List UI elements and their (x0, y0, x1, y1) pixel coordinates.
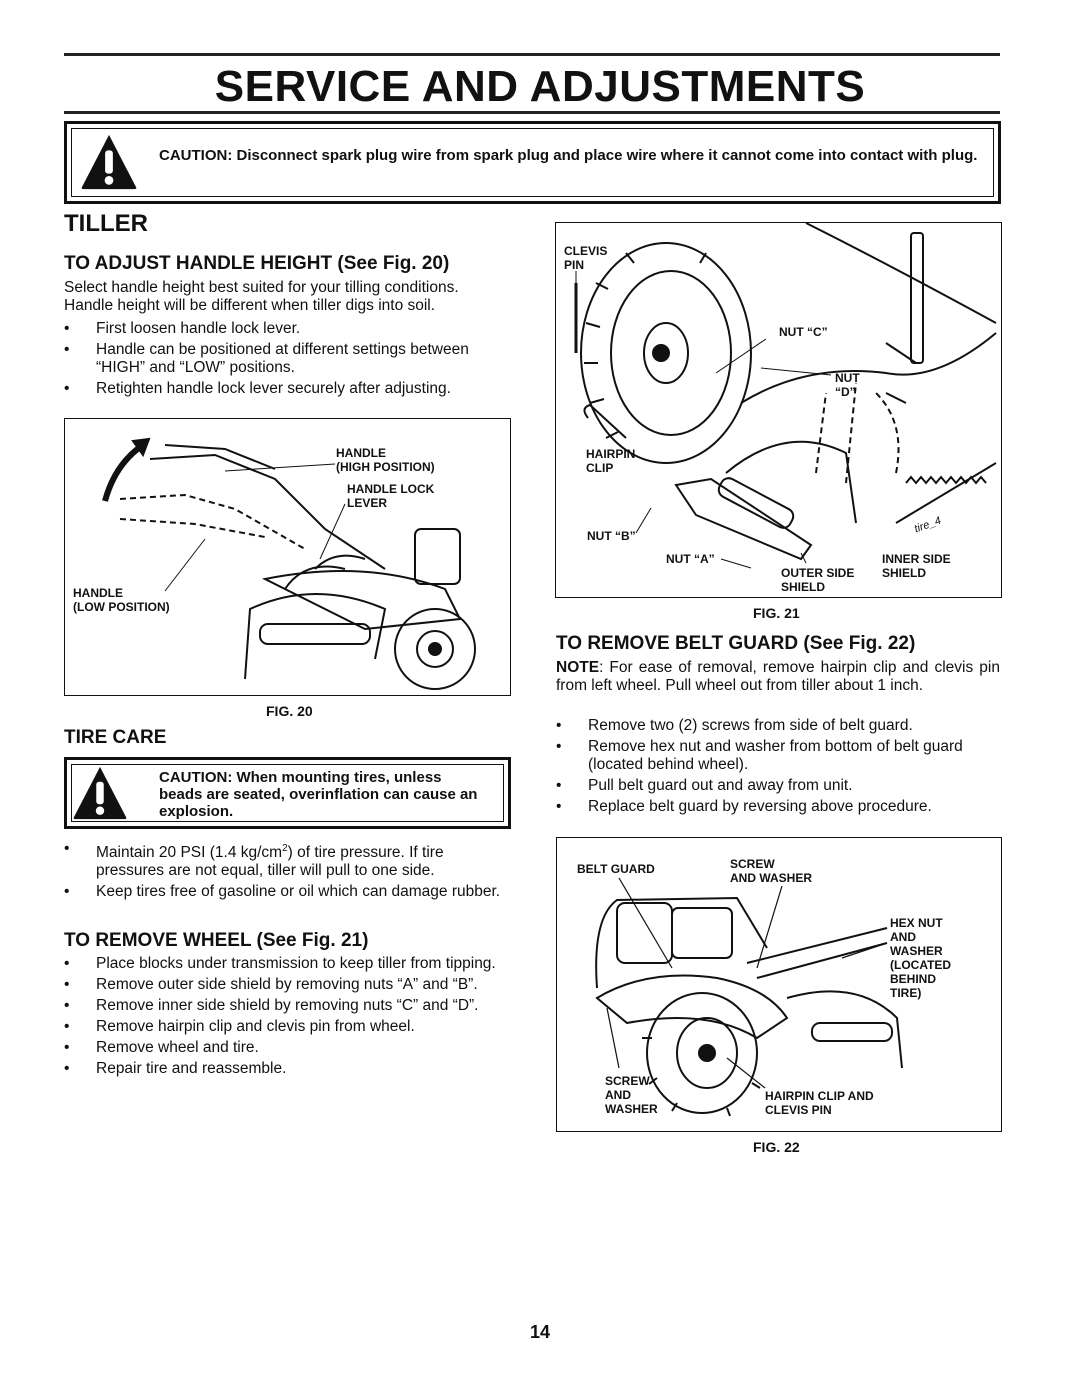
tiller-handle-diagram (102, 437, 476, 690)
list-item: Place blocks under transmission to keep … (64, 955, 510, 973)
list-item: Pull belt guard out and away from unit. (556, 777, 1002, 795)
list-item: Remove two (2) screws from side of belt … (556, 717, 1002, 735)
fig20-caption: FIG. 20 (266, 703, 313, 719)
page-number: 14 (529, 1322, 551, 1342)
label-nut-c: NUT “C” (779, 325, 828, 339)
list-item: First loosen handle lock lever. (64, 320, 510, 338)
label-outer-side-shield: OUTER SIDE SHIELD (781, 566, 855, 594)
tiller-heading: TILLER (64, 210, 148, 237)
list-item: Remove hex nut and washer from bottom of… (556, 738, 1002, 774)
belt-guard-note: NOTE: For ease of removal, remove hairpi… (556, 659, 1000, 694)
fig21-caption: FIG. 21 (753, 605, 800, 621)
list-item: Remove hairpin clip and clevis pin from … (64, 1018, 510, 1036)
handle-height-list: First loosen handle lock lever. Handle c… (64, 320, 510, 401)
handle-height-intro: Select handle height best suited for you… (64, 279, 459, 314)
list-item: Remove wheel and tire. (64, 1039, 510, 1057)
fig22-caption: FIG. 22 (753, 1139, 800, 1155)
remove-wheel-list: Place blocks under transmission to keep … (64, 955, 510, 1081)
list-item: Remove outer side shield by removing nut… (64, 976, 510, 994)
list-item: Replace belt guard by reversing above pr… (556, 798, 1002, 816)
warning-icon (81, 134, 137, 190)
list-item: Keep tires free of gasoline or oil which… (64, 883, 510, 901)
label-hex-nut: HEX NUT AND WASHER (LOCATED BEHIND TIRE) (890, 916, 952, 1000)
figure-22: BELT GUARD SCREW AND WASHER HEX NUT AND … (556, 837, 1002, 1132)
label-inner-side-shield: INNER SIDE SHIELD (882, 552, 951, 580)
belt-guard-heading: TO REMOVE BELT GUARD (See Fig. 22) (556, 633, 916, 654)
label-clevis-pin: CLEVIS PIN (564, 244, 608, 272)
belt-guard-diagram (595, 877, 903, 1117)
page-title: SERVICE AND ADJUSTMENTS (214, 62, 866, 111)
title-underline (64, 111, 1000, 114)
wheel-removal-diagram (574, 223, 997, 569)
figure-21: CLEVIS PIN NUT “C” NUT “D” HAIRPIN CLIP … (555, 222, 1002, 598)
list-item: Maintain 20 PSI (1.4 kg/cm2) of tire pre… (64, 840, 510, 880)
label-hairpin-clevis: HAIRPIN CLIP AND CLEVIS PIN (765, 1089, 874, 1117)
tire-care-heading: TIRE CARE (64, 727, 167, 748)
list-item: Repair tire and reassemble. (64, 1060, 510, 1078)
label-screw-washer-top: SCREW AND WASHER (730, 857, 813, 885)
top-caution-box (64, 121, 1001, 204)
top-rule (64, 53, 1000, 56)
list-item: Retighten handle lock lever securely aft… (64, 380, 510, 398)
list-item: Remove inner side shield by removing nut… (64, 997, 510, 1015)
label-nut-a: NUT “A” (666, 552, 715, 566)
handle-height-heading: TO ADJUST HANDLE HEIGHT (See Fig. 20) (64, 253, 450, 274)
label-nut-b: NUT “B” (587, 529, 636, 543)
label-handle-lock: HANDLE LOCK LEVER (347, 482, 435, 510)
tire-care-list: Maintain 20 PSI (1.4 kg/cm2) of tire pre… (64, 840, 510, 904)
top-caution-text: CAUTION: Disconnect spark plug wire from… (159, 147, 978, 164)
belt-guard-list: Remove two (2) screws from side of belt … (556, 717, 1002, 819)
label-nut-d: NUT “D” (835, 371, 860, 399)
label-belt-guard: BELT GUARD (577, 862, 655, 876)
label-handle-high: HANDLE (HIGH POSITION) (336, 446, 435, 474)
figure-20: HANDLE (HIGH POSITION) HANDLE LOCK LEVER… (64, 418, 511, 696)
tire-caution-text: CAUTION: When mounting tires, unless bea… (159, 769, 478, 820)
tire-caution-box (64, 757, 511, 829)
label-screw-washer-bottom: SCREW AND WASHER (605, 1074, 658, 1116)
remove-wheel-heading: TO REMOVE WHEEL (See Fig. 21) (64, 930, 369, 951)
list-item: Handle can be positioned at different se… (64, 341, 510, 377)
label-hairpin-clip: HAIRPIN CLIP (586, 447, 636, 475)
warning-icon (73, 766, 127, 820)
label-handle-low: HANDLE (LOW POSITION) (73, 586, 170, 614)
